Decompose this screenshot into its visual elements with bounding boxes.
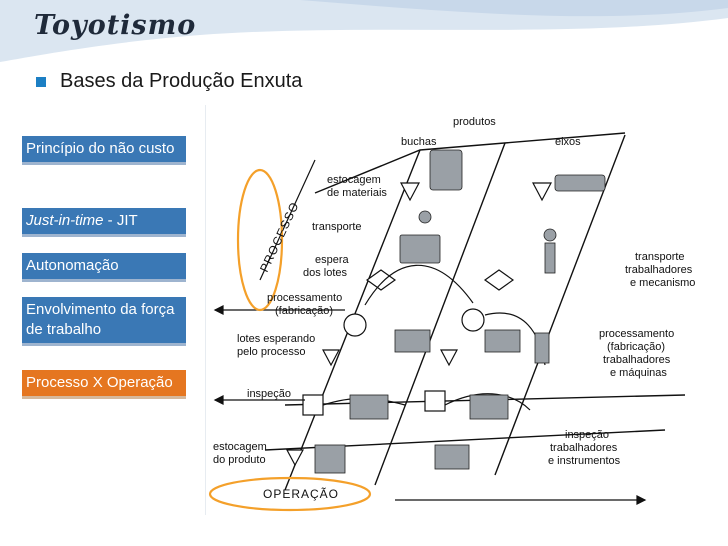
processo-highlight [236,168,284,312]
label-estocagem-materiais: estocagem [327,174,381,186]
illustrations [314,149,606,474]
storage-triangle-icon [532,182,552,202]
sidebar-item-label-rest: - JIT [103,212,138,229]
label-estocagem-produto-2: do produto [213,454,266,466]
wait-triangle-icon [322,349,340,367]
label-processamento-2: (fabricação) [275,305,333,317]
label-transporte-trab-2: trabalhadores [625,264,693,276]
label-produtos: produtos [453,116,496,128]
shafts-pile-icon [554,174,606,192]
machine-icon [484,329,521,353]
cart-icon [399,234,441,264]
label-inspecao: inspeção [247,388,291,400]
worker-body-icon [544,242,556,274]
sidebar-item-label: Envolvimento da força de trabalho [26,301,175,338]
label-espera-2: dos lotes [303,267,348,279]
label-proc-fab-3: trabalhadores [603,354,671,366]
label-estocagem-produto: estocagem [213,441,267,453]
label-operacao: OPERAÇÃO [263,487,339,501]
background-wave [0,0,728,62]
label-lotes-esperando: lotes esperando [237,333,315,345]
operacao-highlight [208,476,372,512]
label-insp-trab-3: e instrumentos [548,455,621,467]
bushings-pile-icon [429,149,463,191]
machine-icon [394,329,431,353]
process-circle-icon [343,313,367,337]
sidebar-item-label: Princípio do não custo [26,140,175,157]
grid-symbols [286,182,552,467]
sidebar-item-principio[interactable]: Princípio do não custo [22,136,186,165]
bullet-marker [36,76,46,87]
process-circle-icon [461,308,485,332]
label-proc-fab: processamento [599,328,674,340]
label-buchas: buchas [401,136,437,148]
label-transporte-trab: transporte [635,251,685,263]
bullet-text: Bases da Produção Enxuta [60,70,303,92]
label-processamento: processamento [267,292,342,304]
label-insp-trab: inspeção [565,429,609,441]
label-espera: espera [315,254,350,266]
product-box-icon [314,444,346,474]
inspection-square-icon [302,394,324,416]
worker-icon [543,228,557,242]
sidebar-item-autonomacao[interactable]: Autonomação [22,253,186,282]
worker-icon [418,210,432,224]
bullet-row: Bases da Produção Enxuta [36,70,302,93]
label-insp-trab-2: trabalhadores [550,442,618,454]
label-transporte-trab-3: e mecanismo [630,277,695,289]
wait-star-icon [365,269,397,291]
wait-triangle-icon [440,349,458,367]
inspection-station-icon [469,394,509,420]
arrow-lines [213,159,647,505]
parts-stack-icon [534,332,550,364]
storage-triangle-icon [286,449,304,467]
label-eixos: eixos [555,136,581,148]
label-proc-fab-2: (fabricação) [607,341,665,353]
label-lotes-esperando-2: pelo processo [237,346,306,358]
slide-title: Toyotismo [34,10,197,41]
label-transporte: transporte [312,221,362,233]
product-box-icon [434,444,470,470]
sidebar-item-processo-operacao[interactable]: Processo X Operação [22,370,186,399]
inspection-square-icon [424,390,446,412]
wait-star-icon [483,269,515,291]
sidebar-item-jit[interactable]: Just-in-time - JIT [22,208,186,237]
inspection-station-icon [349,394,389,420]
storage-triangle-icon [400,182,420,202]
sidebar-item-label-italic: Just-in-time [26,212,104,229]
sidebar-item-label: Processo X Operação [26,374,173,391]
sidebar-item-envolvimento[interactable]: Envolvimento da força de trabalho [22,297,186,346]
sidebar-item-label: Autonomação [26,257,119,274]
label-estocagem-materiais-2: de materiais [327,187,387,199]
label-proc-fab-4: e máquinas [610,367,667,379]
process-operation-diagram: produtos buchas eixos estocagem de mater… [205,105,695,515]
